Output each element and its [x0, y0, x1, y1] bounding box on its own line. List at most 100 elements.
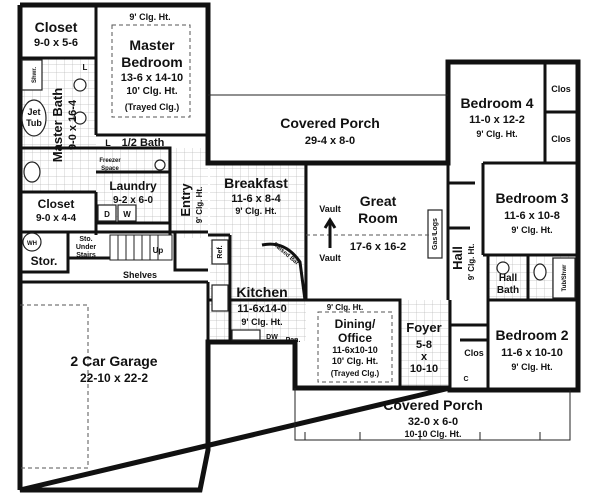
master-linen-label: L: [83, 63, 88, 72]
foyer-tile: [400, 300, 450, 390]
kitchen-walls: [208, 163, 308, 340]
master-bedroom-name-1: Master: [129, 37, 175, 53]
vault-bottom: Vault: [319, 253, 341, 263]
master-bath-size: 9-0 x 16-4: [67, 99, 79, 150]
dryer: [97, 204, 117, 222]
closet-lower-size: 9-0 x 4-4: [36, 213, 76, 224]
front-porch-size: 32-0 x 6-0: [408, 416, 458, 428]
master-tray-outline: [111, 24, 191, 118]
bedroom2-size: 11-6 x 10-10: [501, 347, 563, 359]
great-room-name-2: Room: [358, 210, 398, 226]
stairs-up-label: Up: [153, 246, 164, 255]
closet-top-size: 9-0 x 5-6: [34, 37, 78, 49]
dining-tray-outline: [317, 311, 393, 383]
master-walls: [20, 5, 208, 194]
dining-walls: [306, 298, 402, 388]
washer: [117, 204, 137, 222]
laundry-size: 9-2 x 6-0: [113, 195, 153, 206]
bedroom2-closet: Clos: [464, 348, 484, 358]
master-bedroom-name-2: Bedroom: [121, 54, 182, 70]
breakfast-name: Breakfast: [224, 175, 288, 191]
garage-name: 2 Car Garage: [70, 353, 157, 369]
garage-step-outline: [20, 304, 89, 469]
rear-porch-size: 29-4 x 8-0: [305, 135, 355, 147]
sto-under-stairs-1: Sto.: [79, 236, 92, 243]
fireplace: [427, 209, 443, 259]
foyer-size-1: 5-8: [416, 339, 432, 351]
dining-name-2: Office: [338, 331, 372, 345]
master-sink-2: [73, 111, 87, 125]
kitchen-sink: [231, 329, 261, 341]
gas-logs-label: Gas Logs: [432, 218, 439, 250]
master-shower: [21, 59, 43, 91]
bedroom3-ceiling: 9' Clg. Ht.: [511, 225, 552, 235]
stairs: [109, 234, 173, 261]
dining-size: 11-6x10-10: [332, 345, 378, 355]
half-bath-toilet: [154, 159, 166, 171]
hall-ceiling: 9' Clg. Ht.: [467, 244, 476, 281]
jet-tub-line2: Tub: [26, 118, 42, 128]
front-porch-ceiling: 10-10 Clg. Ht.: [404, 429, 461, 439]
bedroom3-size: 11-6 x 10-8: [504, 210, 560, 222]
closet-lower-name: Closet: [38, 197, 75, 211]
hall-bath-tub: [552, 257, 576, 299]
master-bedroom-size: 13-6 x 14-10: [121, 72, 183, 84]
vault-arrow-icon: [323, 217, 337, 248]
raised-bar: [261, 242, 307, 301]
coat-closet-label: C: [463, 376, 468, 383]
great-room-name-1: Great: [360, 193, 397, 209]
breakfast-ceiling: 9' Clg. Ht.: [235, 206, 276, 216]
foyer-walls: [448, 300, 490, 388]
bedroom4-closet-1: Clos: [551, 84, 571, 94]
bedroom4-ceiling: 9' Clg. Ht.: [476, 129, 517, 139]
master-sink-1: [73, 78, 87, 92]
exterior-wall-left: [20, 2, 581, 393]
kitchen-ceiling: 9' Clg. Ht.: [241, 317, 282, 327]
vault-top: Vault: [319, 204, 341, 214]
garage-size: 22-10 x 22-2: [80, 371, 148, 385]
jet-tub-line1: Jet: [27, 107, 40, 117]
front-porch-columns: [304, 432, 541, 440]
rear-porch-name: Covered Porch: [280, 115, 380, 131]
entry-ceiling: 9' Clg. Ht.: [195, 187, 204, 224]
bedroom4-size: 11-0 x 12-2: [469, 114, 525, 126]
sto-under-stairs-3: Stairs: [76, 252, 96, 259]
freezer-line1: Freezer: [99, 158, 121, 164]
bedroom4-closet-2: Clos: [551, 134, 571, 144]
dining-ceiling: 10' Clg. Ht.: [332, 356, 378, 366]
jet-tub: [21, 99, 47, 137]
kitchen-size: 11-6x14-0: [237, 303, 287, 315]
dining-ceiling-top: 9' Clg. Ht.: [327, 303, 364, 312]
hall-walls: [448, 181, 475, 230]
dishwasher-label: DW: [266, 334, 278, 341]
tub-shower-label: Tub/Shwr: [562, 264, 568, 292]
water-heater: [22, 232, 42, 252]
dining-note: (Trayed Clg.): [331, 369, 380, 378]
entry-tile: [170, 148, 208, 238]
garage-walls: [18, 282, 210, 490]
washer-label: W: [123, 210, 131, 219]
refrigerator: [211, 239, 229, 265]
bedroom4-name: Bedroom 4: [460, 95, 533, 111]
half-bath-name: 1/2 Bath: [122, 137, 165, 149]
breakfast-size: 11-6 x 8-4: [231, 193, 281, 205]
closet-top-name: Closet: [35, 19, 78, 35]
dining-name-1: Dining/: [335, 317, 376, 331]
foyer-size-3: 10-10: [410, 363, 438, 375]
hall-bath-line1: Hall: [499, 273, 518, 284]
half-bath-linen: L: [105, 138, 111, 148]
ref-label: Ref.: [217, 245, 224, 258]
laundry-name: Laundry: [109, 179, 157, 193]
master-bedroom-note: (Trayed Clg.): [125, 102, 180, 112]
hall-bath-line2: Bath: [497, 285, 519, 296]
freezer-line2: Space: [101, 166, 119, 172]
bedroom2-name: Bedroom 2: [495, 327, 568, 343]
master-bedroom-ceiling: 10' Clg. Ht.: [126, 86, 177, 97]
shelves-label: Shelves: [123, 270, 157, 280]
great-room-size: 17-6 x 16-2: [350, 241, 406, 253]
hall-bath-toilet: [533, 263, 547, 281]
bedroom3-name: Bedroom 3: [495, 190, 568, 206]
storage-name: Stor.: [31, 254, 58, 268]
foyer-size-2: x: [421, 351, 428, 363]
